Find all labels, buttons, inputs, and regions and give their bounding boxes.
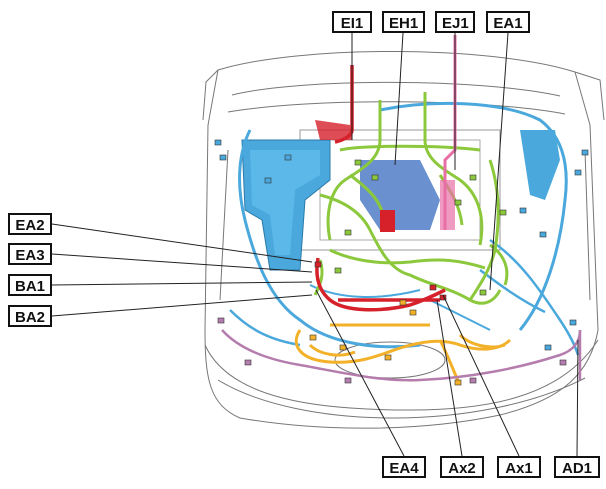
callout-ej1: EJ1 [435, 11, 475, 33]
blue-harness [229, 101, 580, 356]
callout-ea2: EA2 [8, 213, 52, 235]
green-harness [313, 92, 509, 305]
callout-eh1: EH1 [382, 11, 425, 33]
callout-ax2: Ax2 [440, 456, 484, 478]
callout-ei1: EI1 [332, 11, 372, 33]
callout-ea3: EA3 [8, 243, 52, 265]
callout-ba2: BA2 [8, 305, 52, 327]
callout-ba1: BA1 [8, 274, 52, 296]
pink-harness [440, 35, 457, 230]
callout-ea4: EA4 [382, 456, 426, 478]
connectors [214, 139, 589, 386]
orange-harness [294, 323, 512, 386]
leader-lines [51, 32, 579, 457]
callout-ax1: Ax1 [497, 456, 541, 478]
callout-ad1: AD1 [554, 456, 600, 478]
purple-harness [221, 329, 582, 382]
callout-ea1: EA1 [486, 11, 530, 33]
vehicle-outline [202, 51, 605, 429]
red-harness-detail [315, 120, 395, 232]
